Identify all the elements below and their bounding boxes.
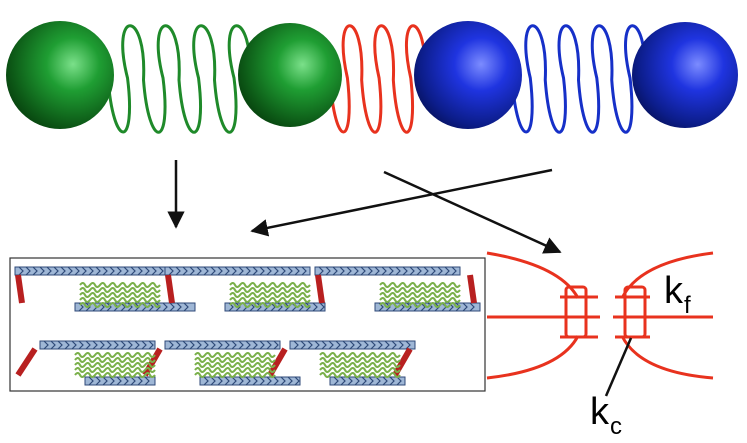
chevron-bar-row2-top-3 bbox=[289, 340, 416, 350]
chevron-bar-row2-bottom-1 bbox=[84, 376, 156, 386]
red-bar-lower-4 bbox=[392, 347, 413, 377]
chevron-bar-row2-top-2 bbox=[164, 340, 281, 350]
spring-blue bbox=[510, 24, 647, 134]
sphere-blue-left bbox=[414, 21, 522, 129]
red-bar-upper-3 bbox=[315, 274, 325, 304]
coil-lower-3 bbox=[319, 352, 401, 378]
red-bar-upper-1 bbox=[15, 274, 25, 304]
chevron-bar-upper-1 bbox=[14, 266, 176, 276]
coil-lower-2 bbox=[194, 352, 276, 378]
contact-schematic bbox=[486, 251, 714, 380]
label-kc-sub: c bbox=[610, 413, 622, 440]
filament-lattice bbox=[14, 266, 481, 386]
label-kc: kc bbox=[590, 391, 622, 439]
spring-red bbox=[328, 24, 427, 134]
sphere-green-left bbox=[6, 21, 114, 129]
arrow-to-filament-box bbox=[250, 168, 553, 237]
red-bar-lower-3 bbox=[267, 347, 288, 377]
chevron-bar-row2-bottom-2 bbox=[199, 376, 301, 386]
label-kf-sub: f bbox=[684, 292, 691, 319]
label-kf-main: k bbox=[664, 270, 683, 312]
coil-upper-3 bbox=[379, 282, 461, 308]
coil-upper-2 bbox=[229, 282, 311, 308]
chevron-bar-row2-top-1 bbox=[39, 340, 156, 350]
arrow-to-contact bbox=[383, 170, 562, 254]
chevron-bar-row2-bottom-3 bbox=[329, 376, 406, 386]
red-bar-upper-4 bbox=[467, 274, 477, 304]
kc-pointer bbox=[604, 337, 633, 397]
sphere-blue-right bbox=[632, 22, 738, 128]
label-kf: kf bbox=[664, 270, 691, 318]
coil-upper-1 bbox=[79, 282, 161, 308]
coil-lower-1 bbox=[74, 352, 156, 378]
red-bar-lower-1 bbox=[15, 347, 38, 377]
chevron-bar-upper-2 bbox=[164, 266, 311, 276]
red-bar-upper-2 bbox=[165, 274, 175, 304]
chevron-bar-upper-3 bbox=[314, 266, 461, 276]
spring-green bbox=[106, 24, 252, 134]
springs bbox=[106, 24, 647, 134]
sphere-green-right bbox=[238, 23, 342, 127]
label-kc-main: k bbox=[590, 391, 609, 433]
